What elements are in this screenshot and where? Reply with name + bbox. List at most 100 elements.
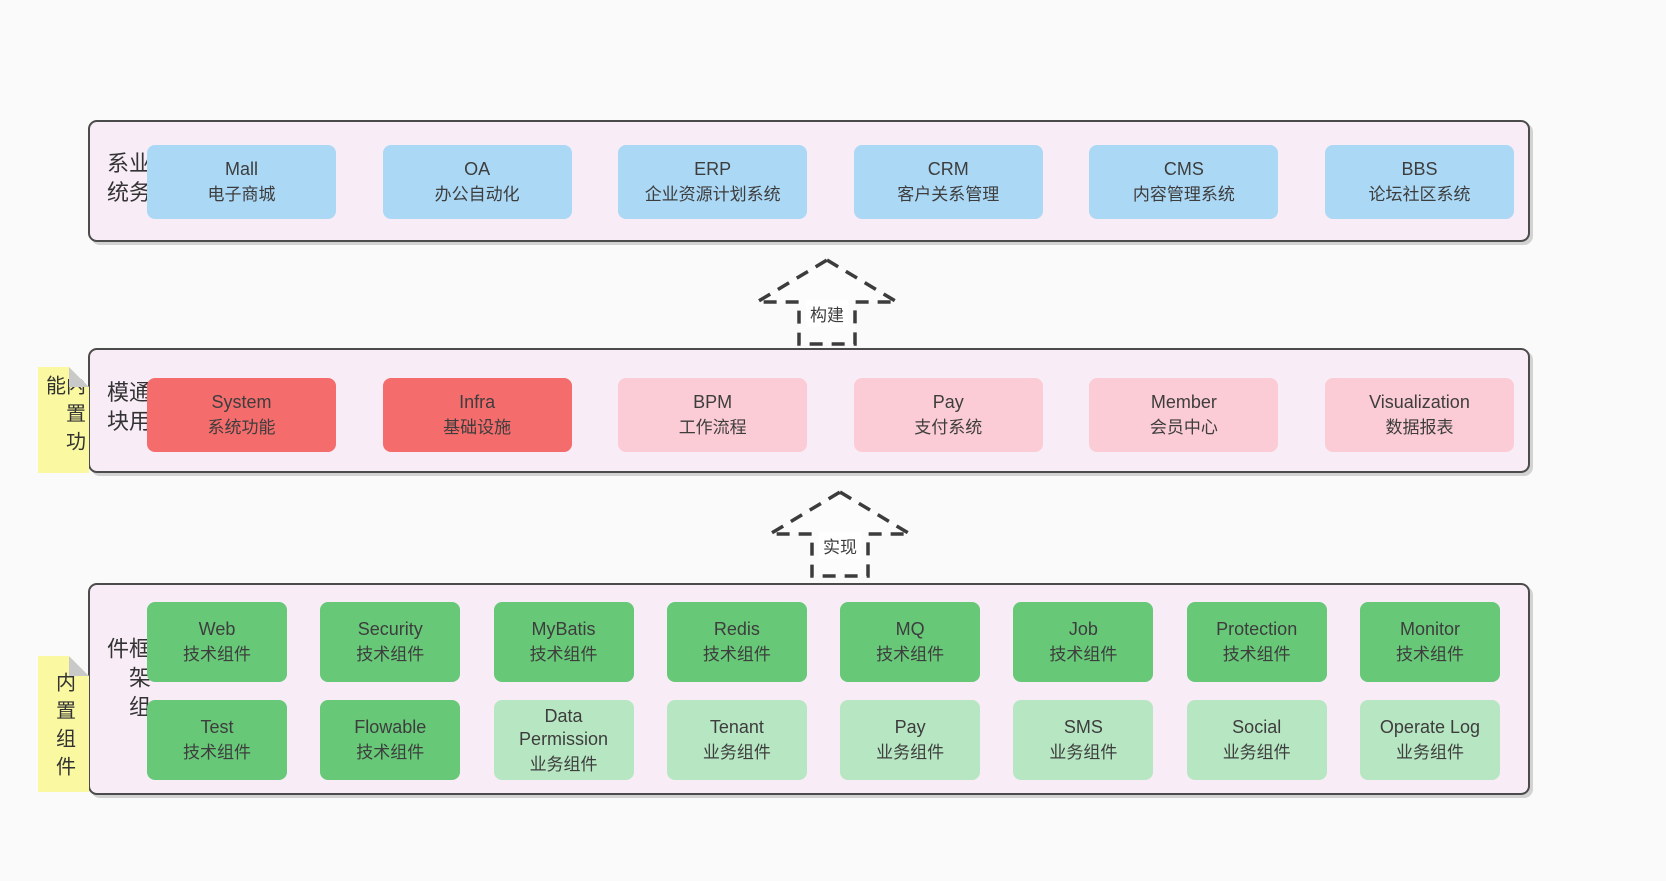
box-member: Member 会员中心 bbox=[1089, 378, 1279, 452]
band-common-modules: 通用模块 System 系统功能 Infra 基础设施 BPM 工作流程 Pay… bbox=[88, 348, 1530, 473]
box-system: System 系统功能 bbox=[147, 378, 336, 452]
box-subtitle: 技术组件 bbox=[356, 645, 425, 664]
box-subtitle: 技术组件 bbox=[183, 645, 251, 664]
box-title: Data Permission bbox=[519, 705, 609, 749]
box-test: Test 技术组件 bbox=[147, 700, 287, 780]
box-subtitle: 技术组件 bbox=[1222, 645, 1291, 664]
box-monitor: Monitor 技术组件 bbox=[1359, 602, 1500, 682]
box-security: Security 技术组件 bbox=[320, 602, 461, 682]
build-arrow: 构建 bbox=[752, 256, 902, 348]
box-subtitle: 业务组件 bbox=[1049, 743, 1118, 762]
box-pay: Pay 支付系统 bbox=[853, 378, 1043, 452]
box-title: Pay bbox=[894, 717, 926, 737]
sticky-note-builtin-functions: 内置功能 bbox=[38, 367, 89, 473]
box-operate-log: Operate Log 业务组件 bbox=[1359, 700, 1500, 780]
box-social: Social 业务组件 bbox=[1186, 700, 1327, 780]
box-title: Social bbox=[1232, 717, 1282, 737]
box-flowable: Flowable 技术组件 bbox=[320, 700, 461, 780]
implement-arrow: 实现 bbox=[765, 488, 915, 580]
box-title: Security bbox=[357, 619, 423, 639]
band-framework-components: 框架组件 Web 技术组件 Security 技术组件 MyBatis 技术组件… bbox=[88, 583, 1530, 795]
sticky-note-builtin-components: 内置组件 bbox=[38, 656, 89, 792]
framework-row-2: Test 技术组件 Flowable 技术组件 Data Permission … bbox=[147, 700, 1500, 780]
box-data-permission: Data Permission 业务组件 bbox=[493, 700, 634, 780]
framework-row-1: Web 技术组件 Security 技术组件 MyBatis 技术组件 Redi… bbox=[147, 602, 1500, 682]
box-job: Job 技术组件 bbox=[1013, 602, 1154, 682]
box-title: Operate Log bbox=[1379, 717, 1480, 737]
box-mybatis: MyBatis 技术组件 bbox=[493, 602, 634, 682]
box-subtitle: 工作流程 bbox=[678, 418, 747, 437]
box-subtitle: 数据报表 bbox=[1385, 418, 1454, 437]
box-title: Tenant bbox=[709, 717, 764, 737]
box-subtitle: 技术组件 bbox=[1395, 645, 1464, 664]
box-title: BBS bbox=[1401, 159, 1438, 179]
box-subtitle: 业务组件 bbox=[702, 743, 771, 762]
box-title: BPM bbox=[693, 392, 733, 412]
box-title: Monitor bbox=[1399, 619, 1460, 639]
box-title: MyBatis bbox=[531, 619, 596, 639]
sticky-note-text: 内置组件 bbox=[52, 672, 75, 784]
box-title: CRM bbox=[927, 159, 969, 179]
box-title: Flowable bbox=[354, 717, 427, 737]
box-title: Web bbox=[198, 619, 236, 639]
box-subtitle: 会员中心 bbox=[1149, 418, 1218, 437]
box-title: Redis bbox=[713, 619, 760, 639]
box-title: Protection bbox=[1216, 619, 1298, 639]
box-subtitle: 技术组件 bbox=[183, 743, 251, 762]
box-title: System bbox=[211, 392, 272, 412]
box-mall: Mall 电子商城 bbox=[147, 145, 336, 219]
folded-corner-icon bbox=[69, 367, 89, 387]
box-sms: SMS 业务组件 bbox=[1013, 700, 1154, 780]
box-tenant: Tenant 业务组件 bbox=[666, 700, 807, 780]
box-oa: OA 办公自动化 bbox=[382, 145, 572, 219]
box-subtitle: 客户关系管理 bbox=[897, 185, 1000, 204]
business-boxes-row: Mall 电子商城 OA 办公自动化 ERP 企业资源计划系统 CRM 客户关系… bbox=[147, 145, 1514, 219]
box-bbs: BBS 论坛社区系统 bbox=[1324, 145, 1514, 219]
box-subtitle: 支付系统 bbox=[914, 418, 983, 437]
band-label-business: 业务系统 bbox=[104, 151, 151, 210]
box-crm: CRM 客户关系管理 bbox=[853, 145, 1043, 219]
modules-boxes-row: System 系统功能 Infra 基础设施 BPM 工作流程 Pay 支付系统… bbox=[147, 378, 1514, 452]
box-infra: Infra 基础设施 bbox=[382, 378, 572, 452]
box-subtitle: 办公自动化 bbox=[434, 185, 520, 204]
box-subtitle: 技术组件 bbox=[702, 645, 771, 664]
box-pay-component: Pay 业务组件 bbox=[840, 700, 981, 780]
box-subtitle: 系统功能 bbox=[207, 418, 276, 437]
band-label-framework: 框架组件 bbox=[104, 637, 151, 724]
box-bpm: BPM 工作流程 bbox=[618, 378, 808, 452]
box-erp: ERP 企业资源计划系统 bbox=[618, 145, 808, 219]
box-subtitle: 业务组件 bbox=[529, 754, 598, 774]
box-web: Web 技术组件 bbox=[147, 602, 287, 682]
box-title: Pay bbox=[932, 392, 964, 412]
box-subtitle: 业务组件 bbox=[1395, 743, 1464, 762]
box-redis: Redis 技术组件 bbox=[666, 602, 807, 682]
box-subtitle: 电子商城 bbox=[207, 185, 276, 204]
box-protection: Protection 技术组件 bbox=[1186, 602, 1327, 682]
box-subtitle: 基础设施 bbox=[443, 418, 512, 437]
box-title: MQ bbox=[895, 619, 925, 639]
box-title: Infra bbox=[459, 392, 496, 412]
band-label-modules: 通用模块 bbox=[104, 380, 151, 439]
folded-corner-icon bbox=[69, 656, 89, 676]
box-title: Visualization bbox=[1369, 392, 1470, 412]
box-subtitle: 论坛社区系统 bbox=[1368, 185, 1471, 204]
build-arrow-label: 构建 bbox=[806, 300, 848, 327]
box-title: CMS bbox=[1163, 159, 1204, 179]
box-title: ERP bbox=[694, 159, 732, 179]
box-subtitle: 技术组件 bbox=[1049, 645, 1118, 664]
box-title: OA bbox=[464, 159, 491, 179]
box-subtitle: 业务组件 bbox=[876, 743, 945, 762]
box-cms: CMS 内容管理系统 bbox=[1089, 145, 1279, 219]
box-subtitle: 业务组件 bbox=[1222, 743, 1291, 762]
box-title: SMS bbox=[1063, 717, 1103, 737]
box-title: Member bbox=[1150, 392, 1217, 412]
band-business-systems: 业务系统 Mall 电子商城 OA 办公自动化 ERP 企业资源计划系统 CRM… bbox=[88, 120, 1530, 242]
box-subtitle: 企业资源计划系统 bbox=[644, 185, 781, 204]
box-visualization: Visualization 数据报表 bbox=[1324, 378, 1514, 452]
box-title: Test bbox=[200, 717, 234, 737]
box-subtitle: 内容管理系统 bbox=[1132, 185, 1235, 204]
implement-arrow-label: 实现 bbox=[819, 532, 861, 559]
box-subtitle: 技术组件 bbox=[356, 743, 425, 762]
box-title: Mall bbox=[224, 159, 258, 179]
